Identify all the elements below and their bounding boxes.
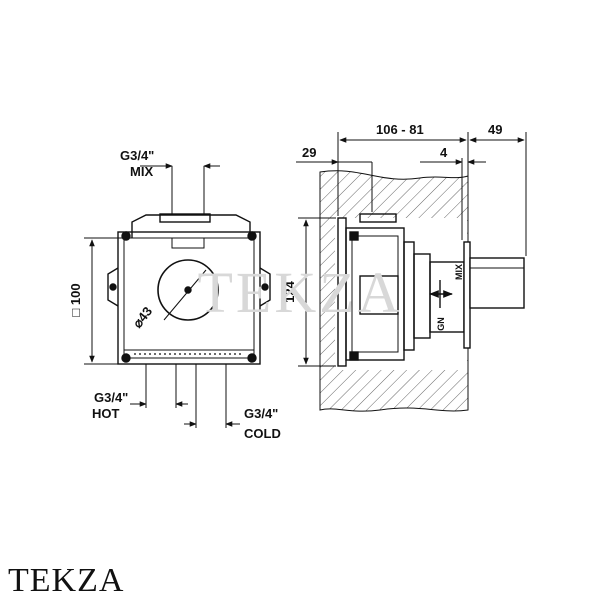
- bottom-screw: [349, 351, 359, 361]
- corner-screw: [247, 231, 257, 241]
- corner-screw: [247, 353, 257, 363]
- hot-label: HOT: [92, 406, 120, 421]
- valve-circle: [157, 259, 219, 321]
- plate-thickness-label: 4: [440, 145, 448, 160]
- cold-label: COLD: [244, 426, 281, 441]
- mix-label: MIX: [130, 164, 153, 179]
- box-size-label: □ 100: [68, 283, 83, 316]
- mix-thread-label: G3/4": [120, 148, 154, 163]
- top-screw: [349, 231, 359, 241]
- valve-center: [184, 286, 192, 294]
- depth-label: 106 - 81: [376, 122, 424, 137]
- right-ear-hole: [261, 283, 269, 291]
- right-ear: [259, 267, 271, 307]
- mix-marking: MIX: [454, 264, 464, 280]
- wall-offset-label: 29: [302, 145, 316, 160]
- body-core: [359, 275, 399, 315]
- side-top-connector: [359, 213, 397, 223]
- cover-plate: [463, 241, 471, 349]
- front-dimensions: [84, 163, 240, 428]
- cover-projection-label: 49: [488, 122, 502, 137]
- diameter-leader: [163, 269, 207, 321]
- corner-screw: [121, 353, 131, 363]
- left-ear: [107, 267, 119, 307]
- box-body: [117, 231, 261, 365]
- front-view: [107, 213, 271, 365]
- corner-screw: [121, 231, 131, 241]
- top-connector: [159, 213, 211, 223]
- height-label: 124: [282, 280, 297, 302]
- top-bracket: [171, 237, 205, 249]
- left-ear-hole: [109, 283, 117, 291]
- gn-marking: GN: [436, 317, 446, 331]
- side-dimensions: [296, 132, 527, 367]
- side-view: [337, 213, 525, 367]
- watermark-text: TEKZA: [197, 260, 402, 325]
- diameter-label: ⌀43: [130, 304, 156, 331]
- top-housing: [131, 214, 251, 238]
- cold-thread-label: G3/4": [244, 406, 278, 421]
- hot-thread-label: G3/4": [94, 390, 128, 405]
- brand-logo: TEKZA: [8, 562, 125, 599]
- handle: [469, 257, 525, 309]
